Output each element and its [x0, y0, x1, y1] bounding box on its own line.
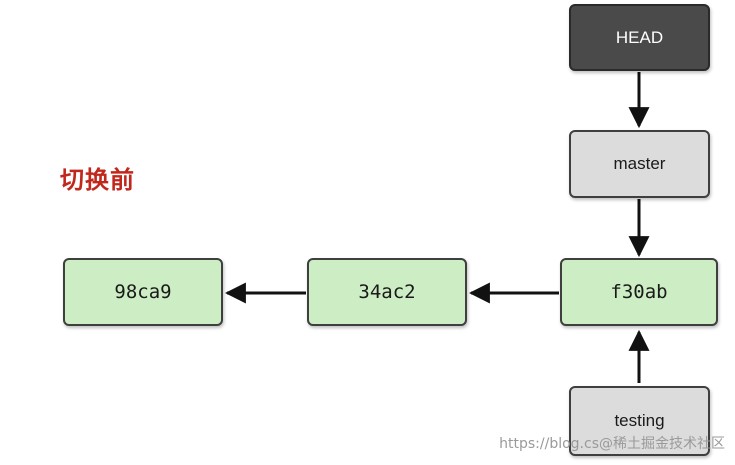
branch-master: master: [569, 130, 710, 198]
watermark-text: https://blog.cs@稀土掘金技术社区: [499, 436, 725, 452]
commit-98ca9-label: 98ca9: [114, 281, 172, 303]
commit-34ac2: 34ac2: [307, 258, 467, 326]
diagram-caption: 切换前: [60, 166, 135, 194]
branch-testing-label: testing: [614, 411, 665, 430]
commit-98ca9: 98ca9: [63, 258, 223, 326]
commit-34ac2-label: 34ac2: [358, 281, 416, 303]
head-pointer: HEAD: [569, 4, 710, 71]
commit-f30ab: f30ab: [560, 258, 718, 326]
branch-master-label: master: [613, 154, 666, 173]
branch-testing: testing: [569, 386, 710, 456]
commit-f30ab-label: f30ab: [610, 281, 668, 303]
head-label: HEAD: [615, 27, 664, 47]
